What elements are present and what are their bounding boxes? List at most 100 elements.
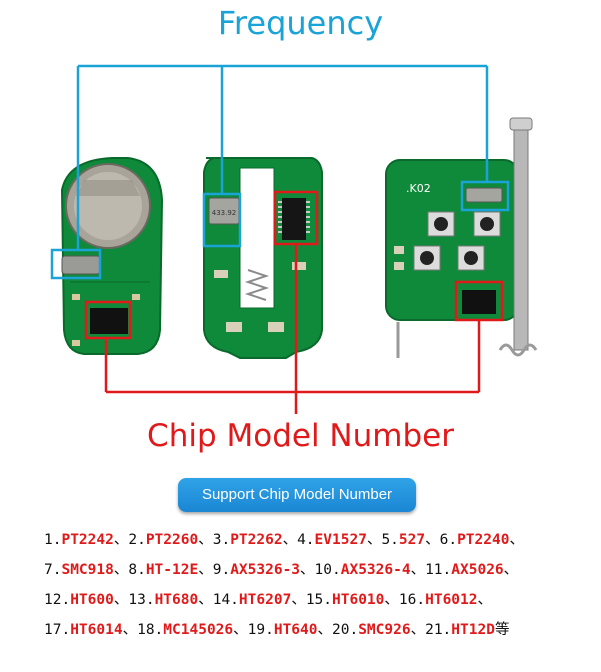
chip-list-item: 7.SMC918、	[44, 562, 128, 578]
chip-list-item: 20.SMC926、	[332, 622, 425, 638]
chip-separator: 等	[494, 622, 510, 638]
frequency-label: Frequency	[217, 4, 384, 42]
chip-number: 2.	[128, 532, 146, 548]
chip-separator: 、	[509, 532, 524, 548]
chip-list-line: 7.SMC918、8.HT-12E、9.AX5326-3、10.AX5326-4…	[44, 558, 594, 588]
chip-separator: 、	[410, 562, 426, 578]
chip-model-name: HT6010	[332, 592, 385, 608]
chip-number: 20.	[332, 622, 359, 638]
chip-list-item: 12.HT600、	[44, 592, 128, 608]
chip-list-item: 2.PT2260、	[128, 532, 212, 548]
chip-model-name: AX5026	[451, 562, 504, 578]
chip-separator: 、	[291, 592, 306, 608]
chip-model-name: SMC918	[61, 562, 114, 578]
chip-number: 11.	[425, 562, 452, 578]
chip-list-item: 1.PT2242、	[44, 532, 128, 548]
chip-list-item: 5.527、	[381, 532, 439, 548]
chip-model-name: EV1527	[314, 532, 367, 548]
chip-separator: 、	[233, 622, 248, 638]
chip-separator: 、	[425, 532, 440, 548]
chip-list-item: 13.HT680、	[128, 592, 212, 608]
chip-model-name: SMC926	[358, 622, 411, 638]
chip-number: 9.	[212, 562, 231, 578]
chip-list-item: 14.HT6207、	[213, 592, 306, 608]
chip-callout	[84, 190, 504, 414]
chip-model-name: HT12D	[451, 622, 495, 638]
chip-model-name: HT600	[70, 592, 114, 608]
chip-number: 19.	[247, 622, 274, 638]
chip-list-item: 6.PT2240、	[440, 532, 524, 548]
chip-list-item: 17.HT6014、	[44, 622, 137, 638]
chip-model-name: AX5326-3	[230, 562, 301, 578]
chip-number: 4.	[297, 532, 315, 548]
chip-model-name: MC145026	[163, 622, 234, 638]
chip-list-item: 4.EV1527、	[297, 532, 381, 548]
chip-model-name: HT680	[154, 592, 199, 608]
antenna	[513, 119, 529, 351]
chip-separator: 、	[366, 532, 382, 548]
chip-number: 17.	[44, 622, 71, 638]
chip-number: 18.	[137, 622, 164, 638]
chip-separator: 、	[384, 592, 399, 608]
chip-model-name: HT640	[273, 622, 318, 638]
chip-number: 15.	[305, 592, 333, 608]
chip-model-name: PT2260	[145, 532, 199, 548]
chip-number: 1.	[44, 532, 62, 548]
frequency-callout	[50, 64, 510, 280]
chip-model-name: HT6207	[238, 592, 292, 608]
chip-number: 5.	[381, 532, 399, 548]
chip-list-item: 18.MC145026、	[137, 622, 248, 638]
chip-list-line: 1.PT2242、2.PT2260、3.PT2262、4.EV1527、5.52…	[44, 528, 594, 558]
chip-list-item: 8.HT-12E、	[128, 562, 212, 578]
chip-number: 7.	[44, 562, 62, 578]
encoder-chip	[282, 198, 306, 240]
chip-list-item: 16.HT6012、	[399, 592, 492, 608]
chip-separator: 、	[198, 592, 213, 608]
right-pcb-board: .K02	[385, 117, 538, 358]
chip-number: 10.	[314, 562, 341, 578]
chip-number: 8.	[128, 562, 146, 578]
chip-number: 12.	[44, 592, 71, 608]
chip-model-name: HT6014	[70, 622, 123, 638]
chip-model-name: PT2240	[457, 532, 510, 548]
chip-number: 21.	[425, 622, 452, 638]
chip-list-item: 15.HT6010、	[306, 592, 399, 608]
chip-separator: 、	[113, 562, 129, 578]
crystal-marking: 433.92	[212, 209, 237, 217]
chip-model-name: PT2242	[61, 532, 114, 548]
chip-list-item: 3.PT2262、	[213, 532, 297, 548]
chip-separator: 、	[477, 592, 493, 608]
chip-list-item: 21.HT12D等	[425, 622, 509, 638]
chip-separator: 、	[198, 532, 213, 548]
chip-model-name: HT6012	[425, 592, 478, 608]
board-code-label: .K02	[406, 182, 431, 195]
chip-separator: 、	[317, 622, 333, 638]
push-buttons	[413, 211, 501, 271]
chip-list-item: 11.AX5026、	[425, 562, 518, 578]
chip-separator: 、	[113, 532, 129, 548]
chip-separator: 、	[503, 562, 519, 578]
chip-model-name: AX5326-4	[340, 562, 411, 578]
chip-list-line: 12.HT600、13.HT680、14.HT6207、15.HT6010、16…	[44, 588, 594, 618]
chip-list-item: 10.AX5326-4、	[315, 562, 426, 578]
chip-list-item: 9.AX5326-3、	[213, 562, 315, 578]
chip-model-name: HT-12E	[145, 562, 199, 578]
chip-separator: 、	[282, 532, 298, 548]
chip-separator: 、	[300, 562, 315, 578]
chip-list-line: 17.HT6014、18.MC145026、19.HT640、20.SMC926…	[44, 618, 594, 648]
chip-number: 16.	[398, 592, 426, 608]
chip-number: 14.	[212, 592, 239, 608]
chip-separator: 、	[410, 622, 426, 638]
chip-separator: 、	[122, 622, 138, 638]
chip-separator: 、	[198, 562, 213, 578]
supported-chip-list: 1.PT2242、2.PT2260、3.PT2262、4.EV1527、5.52…	[44, 528, 594, 648]
chip-number: 13.	[128, 592, 155, 608]
support-chip-model-button[interactable]: Support Chip Model Number	[178, 478, 416, 512]
chip-separator: 、	[113, 592, 129, 608]
chip-model-number-label: Chip Model Number	[147, 418, 454, 454]
chip-number: 6.	[439, 532, 458, 548]
chip-number: 3.	[212, 532, 231, 548]
chip-list-item: 19.HT640、	[248, 622, 332, 638]
battery-slot	[239, 167, 275, 309]
